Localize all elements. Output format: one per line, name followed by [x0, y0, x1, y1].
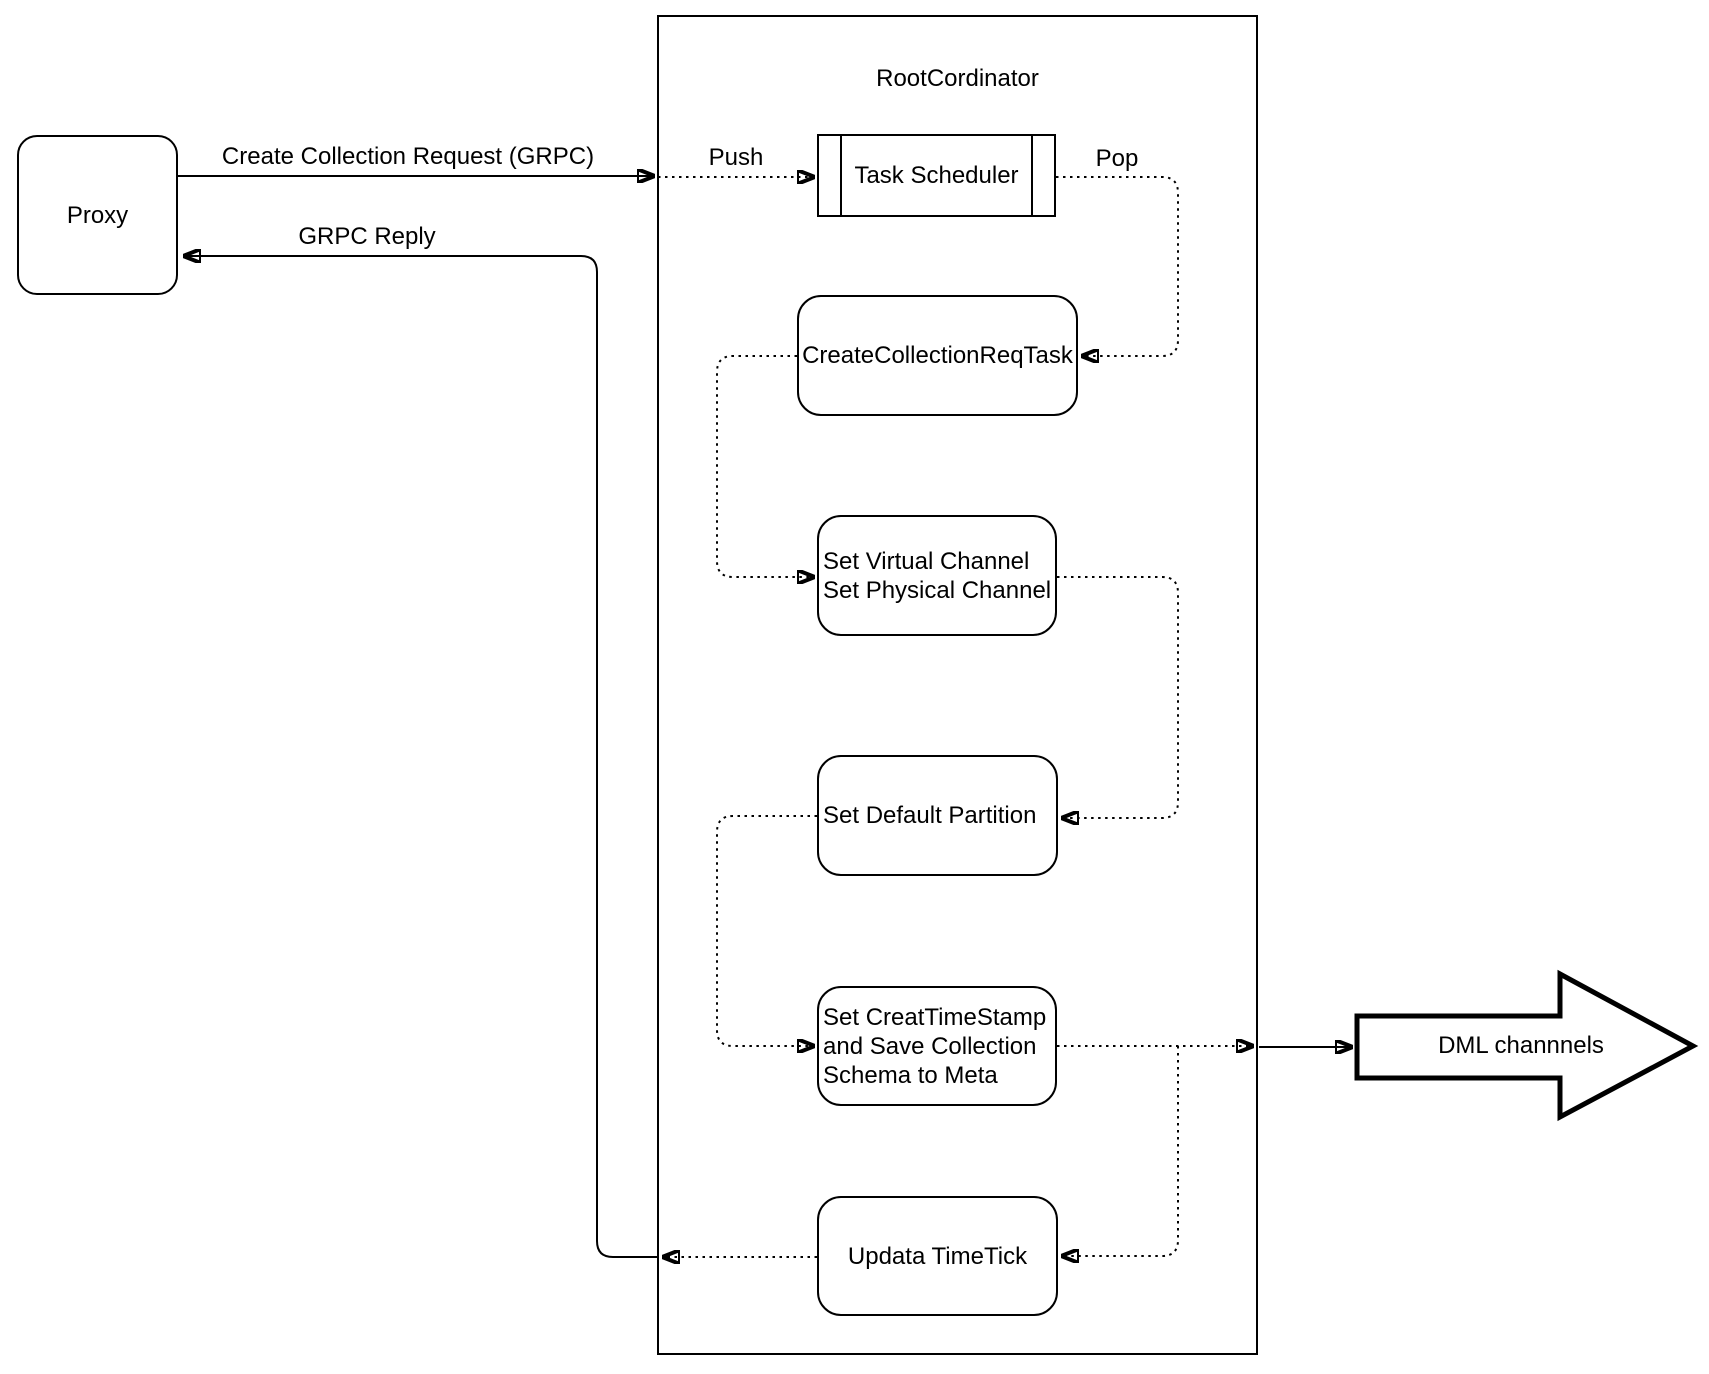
node-update-timetick: Updata TimeTick — [817, 1196, 1058, 1316]
task-scheduler-right-bar — [1031, 136, 1033, 215]
node-set-create-timestamp-label: Set CreatTimeStamp and Save Collection S… — [823, 1003, 1047, 1089]
node-create-collection-req-task: CreateCollectionReqTask — [797, 295, 1078, 416]
label-grpc-reply: GRPC Reply — [298, 223, 436, 250]
node-set-create-timestamp: Set CreatTimeStamp and Save Collection S… — [817, 986, 1057, 1106]
label-dml-channels: DML channnels — [1438, 1032, 1604, 1059]
node-update-timetick-label: Updata TimeTick — [847, 1242, 1028, 1270]
node-set-default-partition-label: Set Default Partition — [823, 802, 1037, 829]
label-create-collection-request: Create Collection Request (GRPC) — [221, 143, 595, 170]
node-task-scheduler-label: Task Scheduler — [854, 162, 1019, 189]
edge-grpc-reply — [184, 256, 657, 1258]
node-set-default-partition: Set Default Partition — [817, 755, 1058, 876]
node-proxy: Proxy — [17, 135, 178, 295]
label-pop: Pop — [1095, 145, 1139, 172]
node-proxy-label: Proxy — [66, 201, 129, 229]
node-set-channels: Set Virtual Channel Set Physical Channel — [817, 515, 1057, 636]
rootcoordinator-title: RootCordinator — [876, 65, 1039, 92]
node-set-channels-label: Set Virtual Channel Set Physical Channel — [823, 547, 1052, 604]
node-create-collection-req-task-label: CreateCollectionReqTask — [802, 342, 1073, 369]
task-scheduler-left-bar — [840, 136, 842, 215]
rootcoordinator-container: RootCordinator — [657, 15, 1258, 1355]
label-push: Push — [708, 144, 764, 171]
node-task-scheduler: Task Scheduler — [817, 134, 1056, 217]
